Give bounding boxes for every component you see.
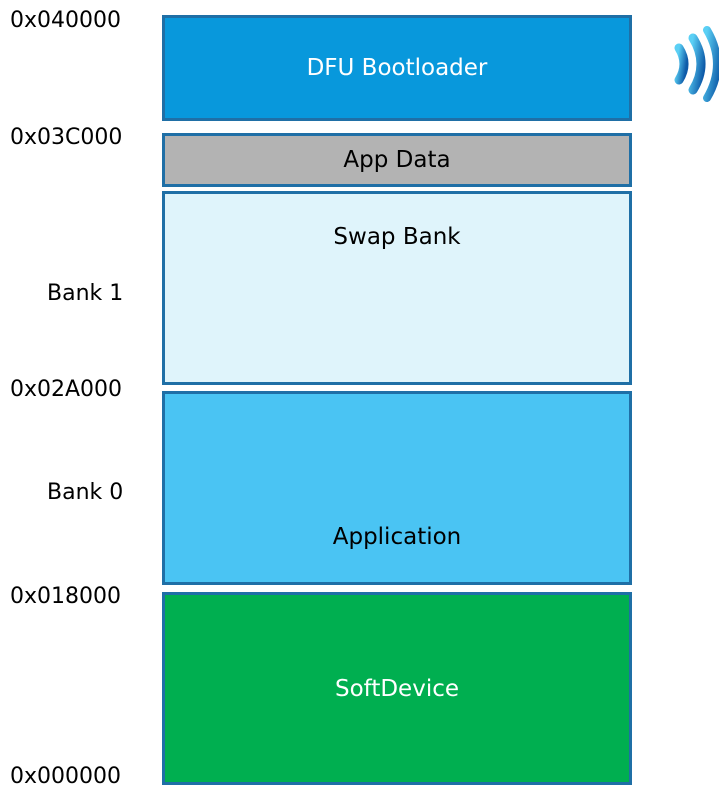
softdevice-region: SoftDevice bbox=[162, 592, 632, 785]
application-region: Application bbox=[162, 391, 632, 585]
address-0x018000: 0x018000 bbox=[10, 584, 121, 609]
dfu-bootloader-region: DFU Bootloader bbox=[162, 15, 632, 121]
bank-0-label: Bank 0 bbox=[47, 480, 124, 505]
bank-1-label: Bank 1 bbox=[47, 281, 124, 306]
application-label: Application bbox=[332, 524, 462, 550]
address-0x040000: 0x040000 bbox=[10, 8, 121, 33]
address-0x000000: 0x000000 bbox=[10, 764, 121, 789]
app-data-label: App Data bbox=[343, 147, 451, 173]
softdevice-label: SoftDevice bbox=[334, 675, 460, 702]
address-0x03C000: 0x03C000 bbox=[10, 125, 123, 150]
address-0x02A000: 0x02A000 bbox=[10, 377, 123, 402]
swap-bank-region: Swap Bank bbox=[162, 191, 632, 385]
swap-bank-label: Swap Bank bbox=[333, 224, 461, 250]
dfu-bootloader-label: DFU Bootloader bbox=[306, 55, 488, 81]
nordic-wireless-icon bbox=[674, 26, 719, 102]
app-data-region: App Data bbox=[162, 133, 632, 187]
